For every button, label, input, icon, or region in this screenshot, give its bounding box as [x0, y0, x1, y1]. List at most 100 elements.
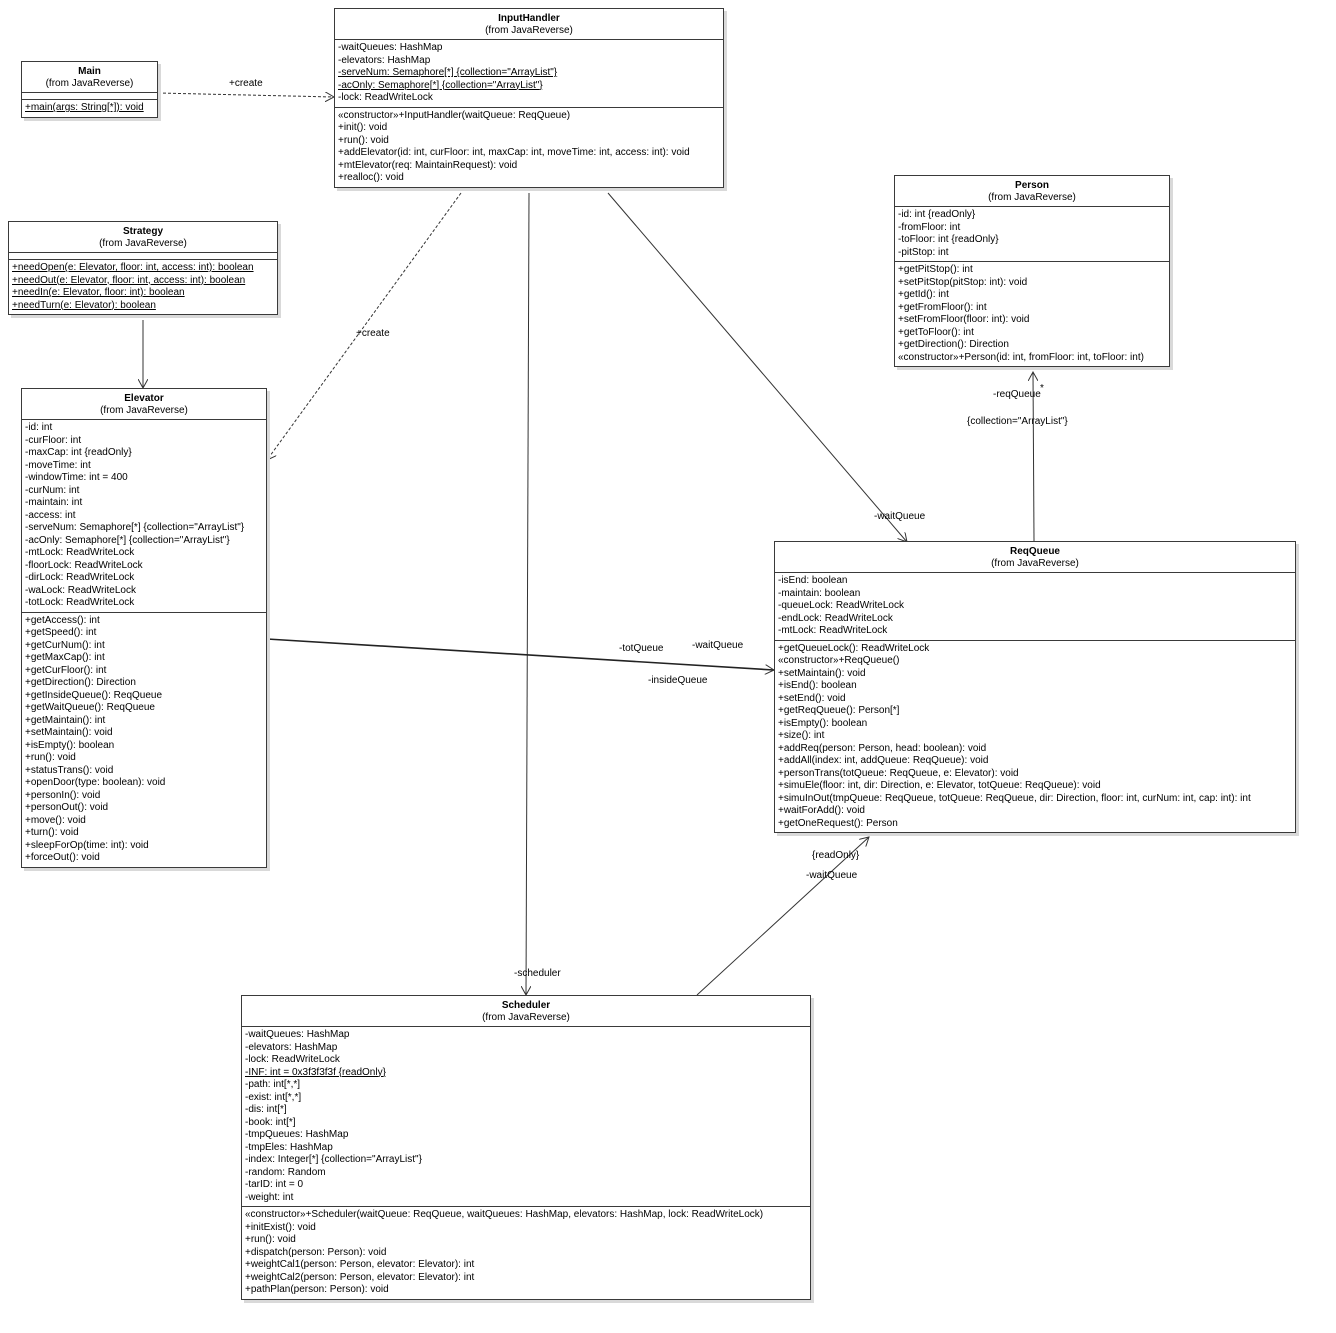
operation-row: +getQueueLock(): ReadWriteLock — [778, 642, 930, 654]
operation-row: +getFromFloor(): int — [898, 301, 987, 313]
class-main[interactable]: Main (from JavaReverse) +main(args: Stri… — [21, 61, 158, 118]
operation-row: +getCurNum(): int — [25, 639, 105, 651]
attribute-row: -pitStop: int — [898, 246, 949, 258]
attribute-row: -windowTime: int = 400 — [25, 472, 128, 483]
operation-row: +weightCal1(person: Person, elevator: El… — [245, 1259, 475, 1270]
edge-elevator-reqqueue — [266, 638, 774, 670]
operation-row: +getToFloor(): int — [898, 326, 974, 338]
attribute-row: -endLock: ReadWriteLock — [778, 612, 893, 624]
attribute-row: -waLock: ReadWriteLock — [25, 584, 136, 596]
class-header: InputHandler (from JavaReverse) — [335, 9, 723, 40]
operation-row: +pathPlan(person: Person): void — [245, 1284, 389, 1295]
operation-row: +getReqQueue(): Person[*] — [778, 705, 900, 716]
attribute-row: -tmpEles: HashMap — [245, 1141, 333, 1153]
operation-row: +init(): void — [338, 122, 388, 133]
class-reqqueue[interactable]: ReqQueue (from JavaReverse) -isEnd: bool… — [774, 541, 1296, 833]
operation-row: +main(args: String[*]): void — [25, 102, 144, 113]
class-elevator[interactable]: Elevator (from JavaReverse) -id: int-cur… — [21, 388, 267, 868]
operation-row: +openDoor(type: boolean): void — [25, 777, 166, 788]
operation-row: +needOpen(e: Elevator, floor: int, acces… — [12, 262, 254, 273]
edge-reqqueue-person — [1033, 372, 1034, 542]
attribute-row: -lock: ReadWriteLock — [338, 92, 433, 103]
operation-row: +personTrans(totQueue: ReqQueue, e: Elev… — [778, 767, 1019, 779]
class-package: (from JavaReverse) — [45, 78, 134, 89]
operation-row: +needIn(e: Elevator, floor: int): boolea… — [12, 287, 185, 298]
operation-row: +setMaintain(): void — [25, 727, 113, 738]
attributes-compartment: -waitQueues: HashMap-elevators: HashMap-… — [242, 1027, 810, 1207]
attribute-row: -dirLock: ReadWriteLock — [25, 572, 135, 583]
attribute-row: -maintain: int — [25, 497, 83, 508]
attributes-compartment — [9, 253, 277, 260]
edge-label-inputhandler-create: +create — [356, 328, 390, 339]
class-header: Elevator (from JavaReverse) — [22, 389, 266, 420]
edge-inputhandler-reqqueue — [607, 192, 907, 542]
operation-row: +isEmpty(): boolean — [25, 739, 115, 751]
class-name: Strategy — [122, 226, 163, 237]
class-name: Elevator — [124, 393, 164, 404]
attribute-row: -exist: int[*,*] — [245, 1091, 302, 1103]
attributes-compartment: -waitQueues: HashMap-elevators: HashMap-… — [335, 40, 723, 108]
attribute-row: -random: Random — [245, 1166, 326, 1178]
operations-compartment: «constructor»+InputHandler(waitQueue: Re… — [335, 108, 723, 187]
edge-scheduler-reqqueue — [696, 837, 869, 996]
operation-row: +dispatch(person: Person): void — [245, 1246, 387, 1258]
edge-label-scheduler-role: -scheduler — [514, 968, 561, 979]
attribute-row: -acOnly: Semaphore[*] {collection="Array… — [338, 79, 543, 91]
class-header: Scheduler (from JavaReverse) — [242, 996, 810, 1027]
class-strategy[interactable]: Strategy (from JavaReverse) +needOpen(e:… — [8, 221, 278, 315]
operation-row: +addElevator(id: int, curFloor: int, max… — [338, 147, 690, 158]
attribute-row: -index: Integer[*] {collection="ArrayLis… — [245, 1154, 422, 1165]
operation-row: +getOneRequest(): Person — [778, 817, 898, 829]
operation-row: +simuEle(floor: int, dir: Direction, e: … — [778, 780, 1101, 791]
edge-label-elevator-waitqueue: -waitQueue — [692, 640, 744, 651]
attribute-row: -isEnd: boolean — [778, 575, 848, 586]
attribute-row: -waitQueues: HashMap — [338, 42, 443, 53]
class-package: (from JavaReverse) — [100, 405, 188, 416]
operation-row: +isEmpty(): boolean — [778, 717, 868, 729]
class-header: ReqQueue (from JavaReverse) — [775, 542, 1295, 573]
attribute-row: -lock: ReadWriteLock — [245, 1054, 340, 1065]
class-name: InputHandler — [498, 13, 560, 24]
operation-row: +setEnd(): void — [778, 692, 846, 704]
attribute-row: -maxCap: int {readOnly} — [25, 447, 132, 458]
attribute-row: -fromFloor: int — [898, 221, 961, 233]
attribute-row: -tarID: int = 0 — [245, 1179, 304, 1190]
operation-row: +getMaxCap(): int — [25, 652, 105, 663]
operation-row: +personIn(): void — [25, 789, 101, 801]
operation-row: +needTurn(e: Elevator): boolean — [12, 299, 156, 311]
class-inputhandler[interactable]: InputHandler (from JavaReverse) -waitQue… — [334, 8, 724, 188]
attribute-row: -dis: int[*] — [245, 1104, 287, 1115]
operation-row: +setFromFloor(floor: int): void — [898, 314, 1030, 325]
attribute-row: -toFloor: int {readOnly} — [898, 234, 999, 245]
operation-row: +getDirection(): Direction — [898, 339, 1009, 350]
operation-row: +sleepForOp(time: int): void — [25, 839, 149, 851]
attribute-row: -id: int {readOnly} — [898, 209, 976, 220]
class-scheduler[interactable]: Scheduler (from JavaReverse) -waitQueues… — [241, 995, 811, 1300]
operation-row: +realloc(): void — [338, 172, 404, 183]
attribute-row: -id: int — [25, 422, 53, 433]
operations-compartment: «constructor»+Scheduler(waitQueue: ReqQu… — [242, 1207, 810, 1299]
attribute-row: -waitQueues: HashMap — [245, 1029, 350, 1040]
operation-row: +getMaintain(): int — [25, 714, 106, 726]
operation-row: +run(): void — [338, 134, 389, 146]
operation-row: +addReq(person: Person, head: boolean): … — [778, 742, 987, 754]
operation-row: +getSpeed(): int — [25, 627, 97, 638]
operation-row: +isEnd(): boolean — [778, 680, 857, 691]
class-header: Strategy (from JavaReverse) — [9, 222, 277, 253]
attribute-row: -mtLock: ReadWriteLock — [25, 547, 135, 558]
attributes-compartment — [22, 93, 157, 100]
operations-compartment: +getQueueLock(): ReadWriteLock«construct… — [775, 641, 1295, 833]
attribute-row: -totLock: ReadWriteLock — [25, 597, 135, 608]
operation-row: +addAll(index: int, addQueue: ReqQueue):… — [778, 755, 989, 766]
attribute-row: -INF: int = 0x3f3f3f3f {readOnly} — [245, 1066, 386, 1078]
operation-row: +statusTrans(): void — [25, 764, 114, 776]
operation-row: +waitForAdd(): void — [778, 805, 865, 816]
edge-label-reqqueue-role: -reqQueue — [993, 389, 1041, 400]
class-package: (from JavaReverse) — [991, 558, 1079, 569]
edge-label-scheduler-waitqueue: -waitQueue — [806, 870, 858, 881]
operation-row: +mtElevator(req: MaintainRequest): void — [338, 159, 518, 171]
class-package: (from JavaReverse) — [482, 1012, 570, 1023]
operation-row: «constructor»+InputHandler(waitQueue: Re… — [338, 109, 571, 121]
class-person[interactable]: Person (from JavaReverse) -id: int {read… — [894, 175, 1170, 367]
